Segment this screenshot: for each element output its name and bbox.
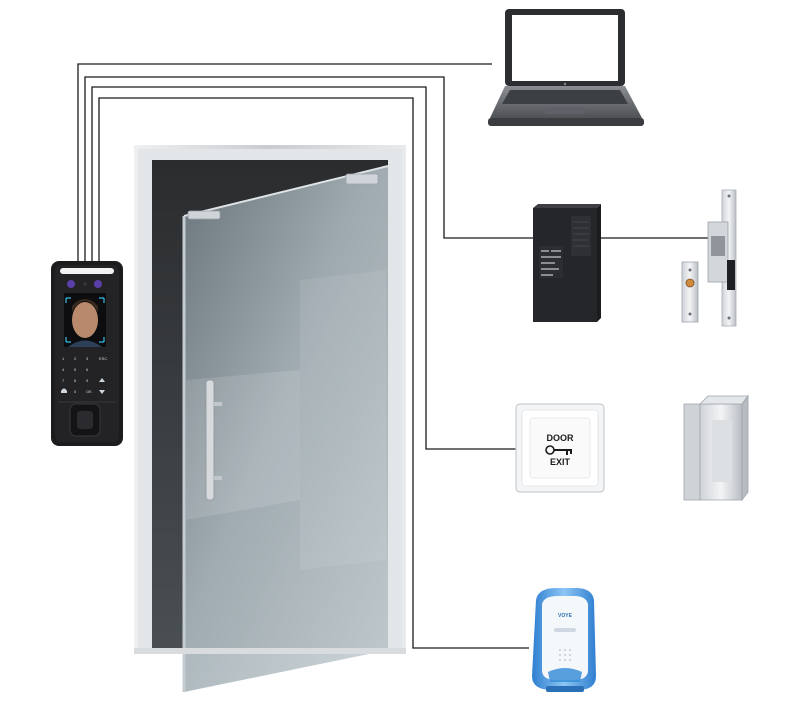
power-supply: [533, 204, 601, 322]
key-4: 4: [62, 367, 65, 372]
key-ok: OK: [86, 389, 92, 394]
bell-key-icon: [61, 388, 67, 393]
laptop: [488, 9, 644, 126]
lock-bracket: [683, 394, 749, 502]
key-7: 7: [62, 378, 65, 383]
wire-to-doorbell: [98, 97, 529, 649]
key-1: 1: [62, 356, 65, 361]
ir-sensor-icon: [67, 280, 75, 288]
face-recognition-terminal: 1 2 3 ESC 4 5 6 7 8 9 0 OK: [51, 261, 123, 446]
speaker-grille: [559, 649, 571, 661]
camera-icon: [94, 280, 102, 288]
wire-to-power-supply: [84, 76, 533, 262]
wire-to-exit-button: [91, 86, 516, 450]
door-exit-button: DOOR EXIT: [515, 403, 605, 493]
exit-button-line2: EXIT: [550, 457, 571, 467]
key-0: 0: [74, 389, 77, 394]
electric-bolt-lock: [681, 189, 737, 327]
wireless-doorbell: VOYE: [532, 588, 596, 692]
key-2: 2: [74, 356, 77, 361]
wiring: [77, 63, 708, 649]
exit-button-line1: DOOR: [547, 433, 575, 443]
face-icon: [72, 302, 98, 338]
glass-door: [134, 145, 406, 692]
key-8: 8: [74, 378, 77, 383]
door-handle: [205, 379, 215, 501]
arrow-up-icon: [99, 378, 105, 382]
key-6: 6: [86, 367, 89, 372]
laptop-screen: [512, 15, 618, 81]
arrow-down-icon: [99, 390, 105, 394]
keypad: 1 2 3 ESC 4 5 6 7 8 9 0 OK: [61, 356, 107, 394]
doorbell-brand: VOYE: [558, 613, 573, 619]
key-5: 5: [74, 367, 77, 372]
wire-to-laptop: [77, 63, 492, 262]
key-9: 9: [86, 378, 89, 383]
glass-pane: [184, 166, 388, 692]
key-esc: ESC: [99, 356, 107, 361]
key-3: 3: [86, 356, 89, 361]
key-icon: [545, 445, 572, 455]
